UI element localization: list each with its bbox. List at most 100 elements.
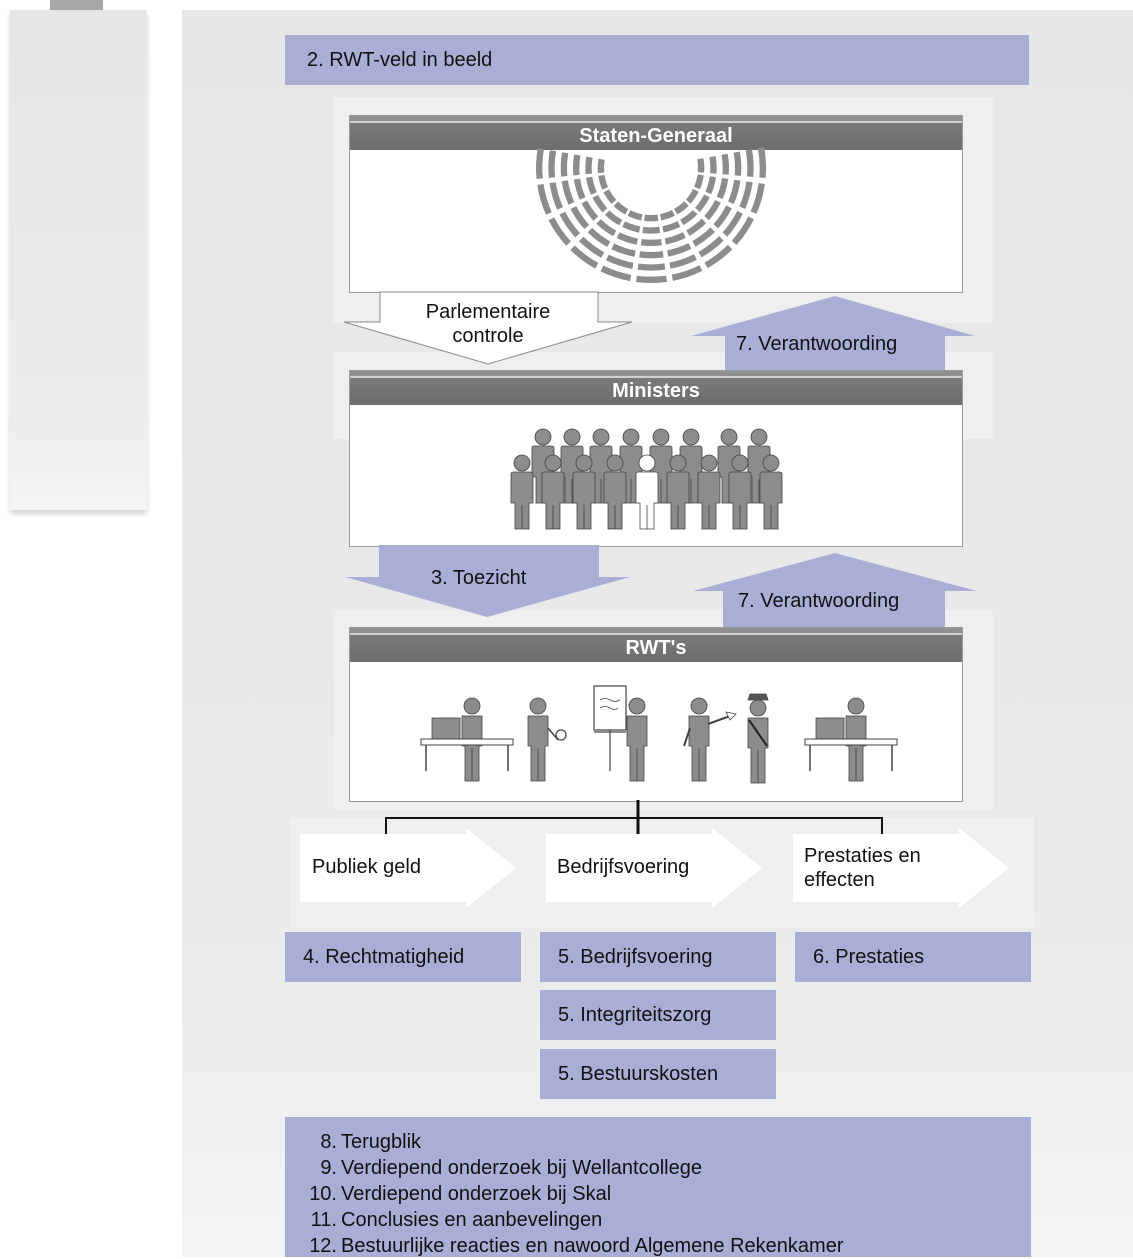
parliament-seat bbox=[680, 209, 698, 226]
parliament-seat bbox=[613, 201, 629, 215]
worker-at-desk-left bbox=[420, 697, 514, 782]
parliament-seat bbox=[585, 156, 593, 175]
chapter-integriteitszorg: 5. Integriteitszorg bbox=[540, 990, 776, 1040]
parliament-seat bbox=[697, 158, 705, 173]
parliament-seat bbox=[644, 214, 659, 222]
worker-at-desk-right bbox=[804, 697, 898, 782]
parliament-seat bbox=[627, 210, 643, 221]
parliament-seat bbox=[616, 232, 638, 245]
parliament-seat bbox=[581, 200, 599, 221]
chapter-rechtmatigheid: 4. Rechtmatigheid bbox=[285, 932, 521, 982]
parliament-seat bbox=[750, 183, 765, 214]
parliament-seat bbox=[639, 251, 664, 259]
list-item-text: Bestuurlijke reacties en nawoord Algemen… bbox=[341, 1235, 844, 1257]
parliament-seat bbox=[579, 236, 605, 258]
parliament-seat bbox=[659, 210, 675, 221]
parliament-seat bbox=[704, 199, 721, 221]
parliament-seat bbox=[573, 154, 581, 176]
publiek-geld-label: Publiek geld bbox=[312, 856, 421, 878]
minister-figure-highlight bbox=[635, 454, 659, 530]
parliament-seat bbox=[559, 211, 580, 238]
parliament-seats-icon bbox=[536, 147, 766, 283]
list-item-number: 12. bbox=[309, 1235, 337, 1257]
parlementaire-controle-arrow bbox=[343, 291, 633, 365]
parliament-seat bbox=[731, 216, 754, 245]
parliament-seat bbox=[548, 217, 571, 246]
verantwoording-top-label: 7. Verantwoording bbox=[736, 333, 898, 355]
publiek-geld-arrow bbox=[300, 828, 516, 908]
parliament-seat bbox=[705, 176, 717, 195]
minister-figure bbox=[697, 454, 721, 530]
workers-group-icon bbox=[420, 685, 898, 784]
card-title-rwts: RWT's bbox=[350, 628, 962, 662]
bedrijfsvoering-arrow bbox=[546, 828, 762, 908]
list-item: 12.Bestuurlijke reacties en nawoord Alge… bbox=[285, 1233, 1031, 1259]
card-title-staten: Staten-Generaal bbox=[350, 116, 962, 150]
worker-with-tools bbox=[683, 697, 737, 782]
toezicht-arrow bbox=[345, 545, 630, 617]
card-rwts: RWT's bbox=[349, 627, 963, 802]
parliament-seat bbox=[739, 181, 753, 209]
connector-lines bbox=[385, 800, 883, 838]
parliament-seat bbox=[573, 178, 586, 200]
parliament-seat bbox=[698, 236, 724, 258]
minister-figure bbox=[666, 454, 690, 530]
police-officer bbox=[747, 693, 769, 784]
parliament-seat bbox=[722, 210, 743, 237]
verantwoording-bottom-label: 7. Verantwoording bbox=[738, 590, 900, 612]
minister-figure bbox=[603, 454, 627, 530]
parliament-seat bbox=[604, 210, 623, 226]
parliament-seat bbox=[637, 263, 666, 271]
parliament-seat bbox=[704, 244, 733, 269]
parlementaire-line-1: Parlementaire bbox=[425, 301, 551, 323]
parliament-seat bbox=[671, 265, 703, 281]
parliament-seat bbox=[662, 221, 681, 233]
section-title: 2. RWT-veld in beeld bbox=[285, 35, 1029, 85]
verantwoording-bottom-arrow bbox=[693, 553, 977, 627]
parliament-seat bbox=[536, 148, 544, 180]
ministers-group-icon bbox=[510, 428, 783, 530]
conclusions-list: 8.Terugblik 9.Verdiepend onderzoek bij W… bbox=[285, 1129, 1031, 1259]
list-item: 9.Verdiepend onderzoek bij Wellantcolleg… bbox=[285, 1155, 1031, 1181]
parliament-seat bbox=[570, 206, 590, 230]
minister-figure bbox=[572, 454, 596, 530]
prestaties-line-2: effecten bbox=[804, 869, 875, 891]
list-item-number: 11. bbox=[310, 1209, 337, 1231]
parliament-seat bbox=[721, 153, 729, 175]
parliament-seat bbox=[635, 275, 668, 283]
list-item-text: Verdiepend onderzoek bij Skal bbox=[341, 1183, 612, 1205]
verantwoording-top-arrow bbox=[691, 296, 975, 372]
parliament-seat bbox=[611, 243, 636, 257]
parliament-seat bbox=[592, 194, 608, 213]
list-item-text: Terugblik bbox=[341, 1131, 422, 1153]
parliament-seat bbox=[537, 184, 552, 215]
conclusions-box: 8.Terugblik 9.Verdiepend onderzoek bij W… bbox=[285, 1117, 1031, 1257]
parliament-seat bbox=[709, 156, 717, 174]
presenter-board bbox=[593, 685, 648, 782]
parliament-seat bbox=[598, 174, 609, 190]
minister-figure bbox=[510, 454, 534, 530]
parliament-seat bbox=[597, 158, 605, 174]
list-item-number: 10. bbox=[309, 1183, 337, 1205]
parliament-seat bbox=[600, 265, 632, 282]
parliament-seat bbox=[695, 194, 710, 212]
parliament-seat bbox=[728, 179, 741, 205]
list-item: 10.Verdiepend onderzoek bij Skal bbox=[285, 1181, 1031, 1207]
parliament-seat bbox=[757, 147, 766, 179]
chapter-prestaties: 6. Prestaties bbox=[795, 932, 1031, 982]
list-item: 11.Conclusies en aanbevelingen bbox=[285, 1207, 1031, 1233]
parliament-seat bbox=[570, 245, 599, 269]
parliament-seat bbox=[586, 176, 597, 195]
list-item-number: 9. bbox=[320, 1157, 337, 1179]
parlementaire-line-2: controle bbox=[452, 325, 524, 347]
parliament-seat bbox=[640, 238, 662, 246]
card-title-ministers: Ministers bbox=[350, 371, 962, 405]
list-item-text: Conclusies en aanbevelingen bbox=[341, 1209, 603, 1231]
parliament-seat bbox=[596, 219, 617, 237]
parliament-seat bbox=[716, 177, 729, 200]
parliament-seat bbox=[603, 189, 617, 205]
parliament-seat bbox=[713, 205, 732, 229]
list-item-number: 8. bbox=[320, 1131, 337, 1153]
list-item: 8.Terugblik bbox=[285, 1129, 1031, 1155]
prestaties-effecten-arrow bbox=[793, 828, 1009, 908]
